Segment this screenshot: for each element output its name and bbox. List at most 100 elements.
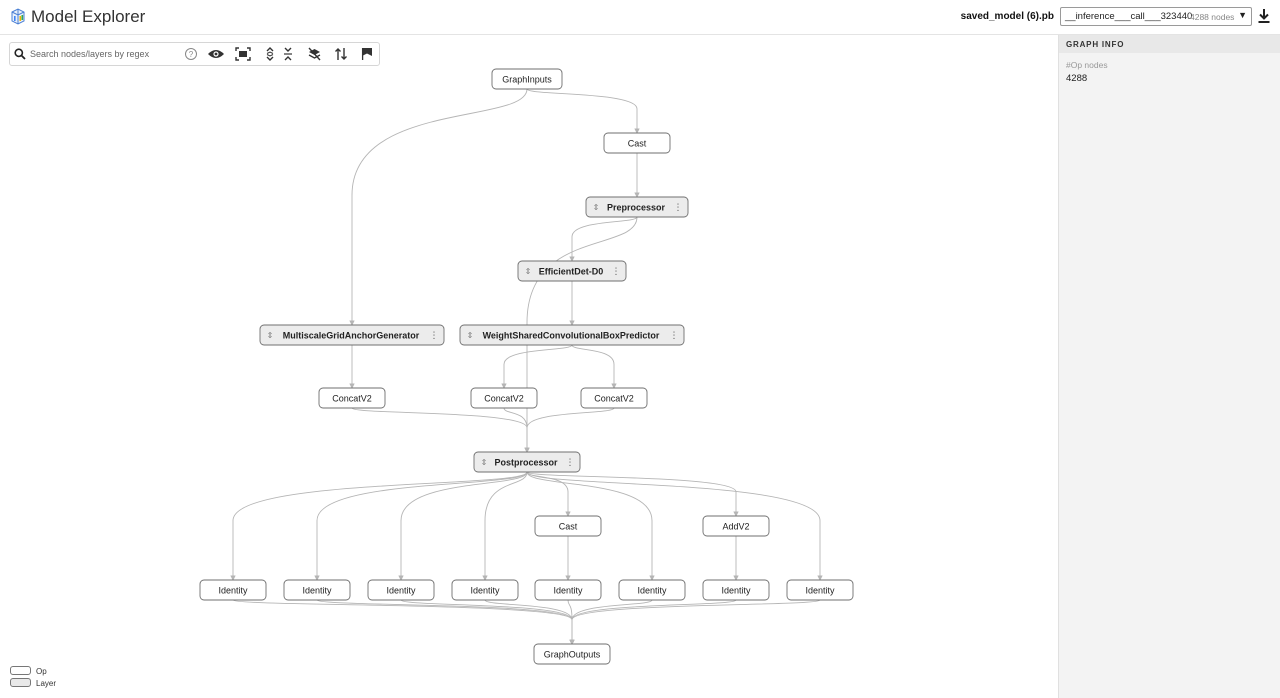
op-node-graph-inputs[interactable]: GraphInputs (491, 68, 563, 90)
graph-edge (501, 344, 573, 389)
op-node-concat-3[interactable]: ConcatV2 (580, 387, 648, 409)
more-options-icon[interactable]: ⋮ (430, 331, 439, 341)
graph-info-title: GRAPH INFO (1066, 40, 1125, 49)
top-bar: Model Explorer saved_model (6).pb __infe… (0, 0, 1280, 35)
more-options-icon[interactable]: ⋮ (566, 458, 575, 468)
layer-node-box-predictor[interactable]: ⇕ ⋮ WeightSharedConvolutionalBoxPredictor (459, 324, 685, 346)
expand-layer-icon[interactable]: ⇕ (481, 458, 488, 467)
graph-node-count: 4288 nodes (1190, 12, 1235, 22)
more-options-icon[interactable]: ⋮ (612, 267, 621, 277)
expand-layer-icon[interactable]: ⇕ (467, 331, 474, 340)
node-label: Identity (470, 585, 500, 595)
node-label: AddV2 (722, 521, 749, 531)
op-node-identity-2[interactable]: Identity (283, 579, 351, 601)
graph-info-header: GRAPH INFO (1059, 35, 1280, 53)
collapse-all-icon[interactable] (281, 47, 295, 61)
more-options-icon[interactable]: ⋮ (670, 331, 679, 341)
graph-edge (524, 216, 638, 453)
node-label: ConcatV2 (332, 393, 372, 403)
graph-selector[interactable]: __inference___call___323440 4288 nodes ▼ (1060, 7, 1252, 26)
graph-edge (316, 599, 575, 645)
op-node-identity-5[interactable]: Identity (534, 579, 602, 601)
graph-edge (569, 599, 737, 645)
node-label: Identity (386, 585, 416, 595)
op-node-graph-outputs[interactable]: GraphOutputs (533, 643, 611, 665)
search-input[interactable] (30, 46, 188, 62)
node-label: Postprocessor (494, 457, 558, 467)
layer-node-postprocessor[interactable]: ⇕ ⋮ Postprocessor (473, 451, 581, 473)
legend-op-swatch (10, 666, 31, 675)
layer-node-anchor-gen[interactable]: ⇕ ⋮ MultiscaleGridAnchorGenerator (259, 324, 445, 346)
op-node-identity-3[interactable]: Identity (367, 579, 435, 601)
graph-edge (567, 599, 575, 645)
graph-edge (484, 599, 575, 645)
op-node-identity-4[interactable]: Identity (451, 579, 519, 601)
graph-edge (526, 471, 655, 581)
legend-op-label: Op (36, 667, 47, 676)
svg-text:?: ? (189, 50, 194, 59)
layer-node-efficientdet[interactable]: ⇕ ⋮ EfficientDet-D0 (517, 260, 627, 282)
graph-edge (503, 407, 530, 453)
op-node-cast-1[interactable]: Cast (603, 132, 671, 154)
node-label: Identity (637, 585, 667, 595)
op-nodes-value: 4288 (1066, 73, 1088, 84)
flip-layout-icon[interactable] (334, 47, 348, 61)
node-label: ConcatV2 (484, 393, 524, 403)
more-options-icon[interactable]: ⋮ (674, 203, 683, 213)
node-label: EfficientDet-D0 (539, 266, 604, 276)
expand-layer-icon[interactable]: ⇕ (267, 331, 274, 340)
node-label: Identity (721, 585, 751, 595)
node-label: MultiscaleGridAnchorGenerator (283, 330, 420, 340)
graph-edge (571, 344, 617, 389)
graph-name: __inference___call___323440 (1065, 11, 1193, 22)
op-node-identity-8[interactable]: Identity (786, 579, 854, 601)
node-label: Identity (302, 585, 332, 595)
graph-edge (569, 216, 638, 262)
graph-edge (482, 471, 528, 581)
graph-edge (526, 471, 739, 517)
graph-edge (526, 471, 823, 581)
op-node-concat-2[interactable]: ConcatV2 (470, 387, 538, 409)
graph-toolbar: ? (9, 42, 380, 66)
layer-node-preprocessor[interactable]: ⇕ ⋮ Preprocessor (585, 196, 689, 218)
graph-edge (398, 471, 528, 581)
download-icon[interactable] (1257, 8, 1271, 24)
graph-edge (349, 88, 528, 326)
node-label: ConcatV2 (594, 393, 634, 403)
op-node-addv2[interactable]: AddV2 (702, 515, 770, 537)
op-node-identity-6[interactable]: Identity (618, 579, 686, 601)
node-label: GraphInputs (502, 74, 552, 84)
model-explorer-logo-icon (11, 8, 25, 25)
eye-icon[interactable] (207, 47, 225, 61)
node-label: WeightSharedConvolutionalBoxPredictor (483, 330, 660, 340)
node-label: GraphOutputs (544, 649, 601, 659)
graph-edge (230, 471, 528, 581)
search-icon (14, 48, 26, 60)
node-label: Cast (628, 138, 647, 148)
app-title: Model Explorer (31, 7, 146, 26)
node-label: Preprocessor (607, 202, 666, 212)
op-node-identity-7[interactable]: Identity (702, 579, 770, 601)
graph-edge (232, 599, 575, 645)
graph-info-panel: GRAPH INFO #Op nodes 4288 (1058, 35, 1280, 698)
expand-layer-icon[interactable]: ⇕ (525, 267, 532, 276)
help-icon[interactable]: ? (184, 47, 198, 61)
graph-edge (526, 471, 571, 517)
op-node-identity-1[interactable]: Identity (199, 579, 267, 601)
graph-edge (569, 599, 821, 645)
expand-all-icon[interactable] (263, 47, 277, 61)
bookmark-flag-icon[interactable] (360, 47, 374, 61)
hide-layers-icon[interactable] (307, 47, 322, 61)
graph-edge (351, 407, 530, 453)
op-node-concat-1[interactable]: ConcatV2 (318, 387, 386, 409)
dropdown-arrow-icon: ▼ (1238, 10, 1247, 20)
fit-to-screen-icon[interactable] (235, 47, 251, 61)
graph-edge (524, 407, 615, 453)
node-label: Identity (218, 585, 248, 595)
legend-layer-swatch (10, 678, 31, 687)
expand-layer-icon[interactable]: ⇕ (593, 203, 600, 212)
op-node-cast-2[interactable]: Cast (534, 515, 602, 537)
node-label: Identity (553, 585, 583, 595)
